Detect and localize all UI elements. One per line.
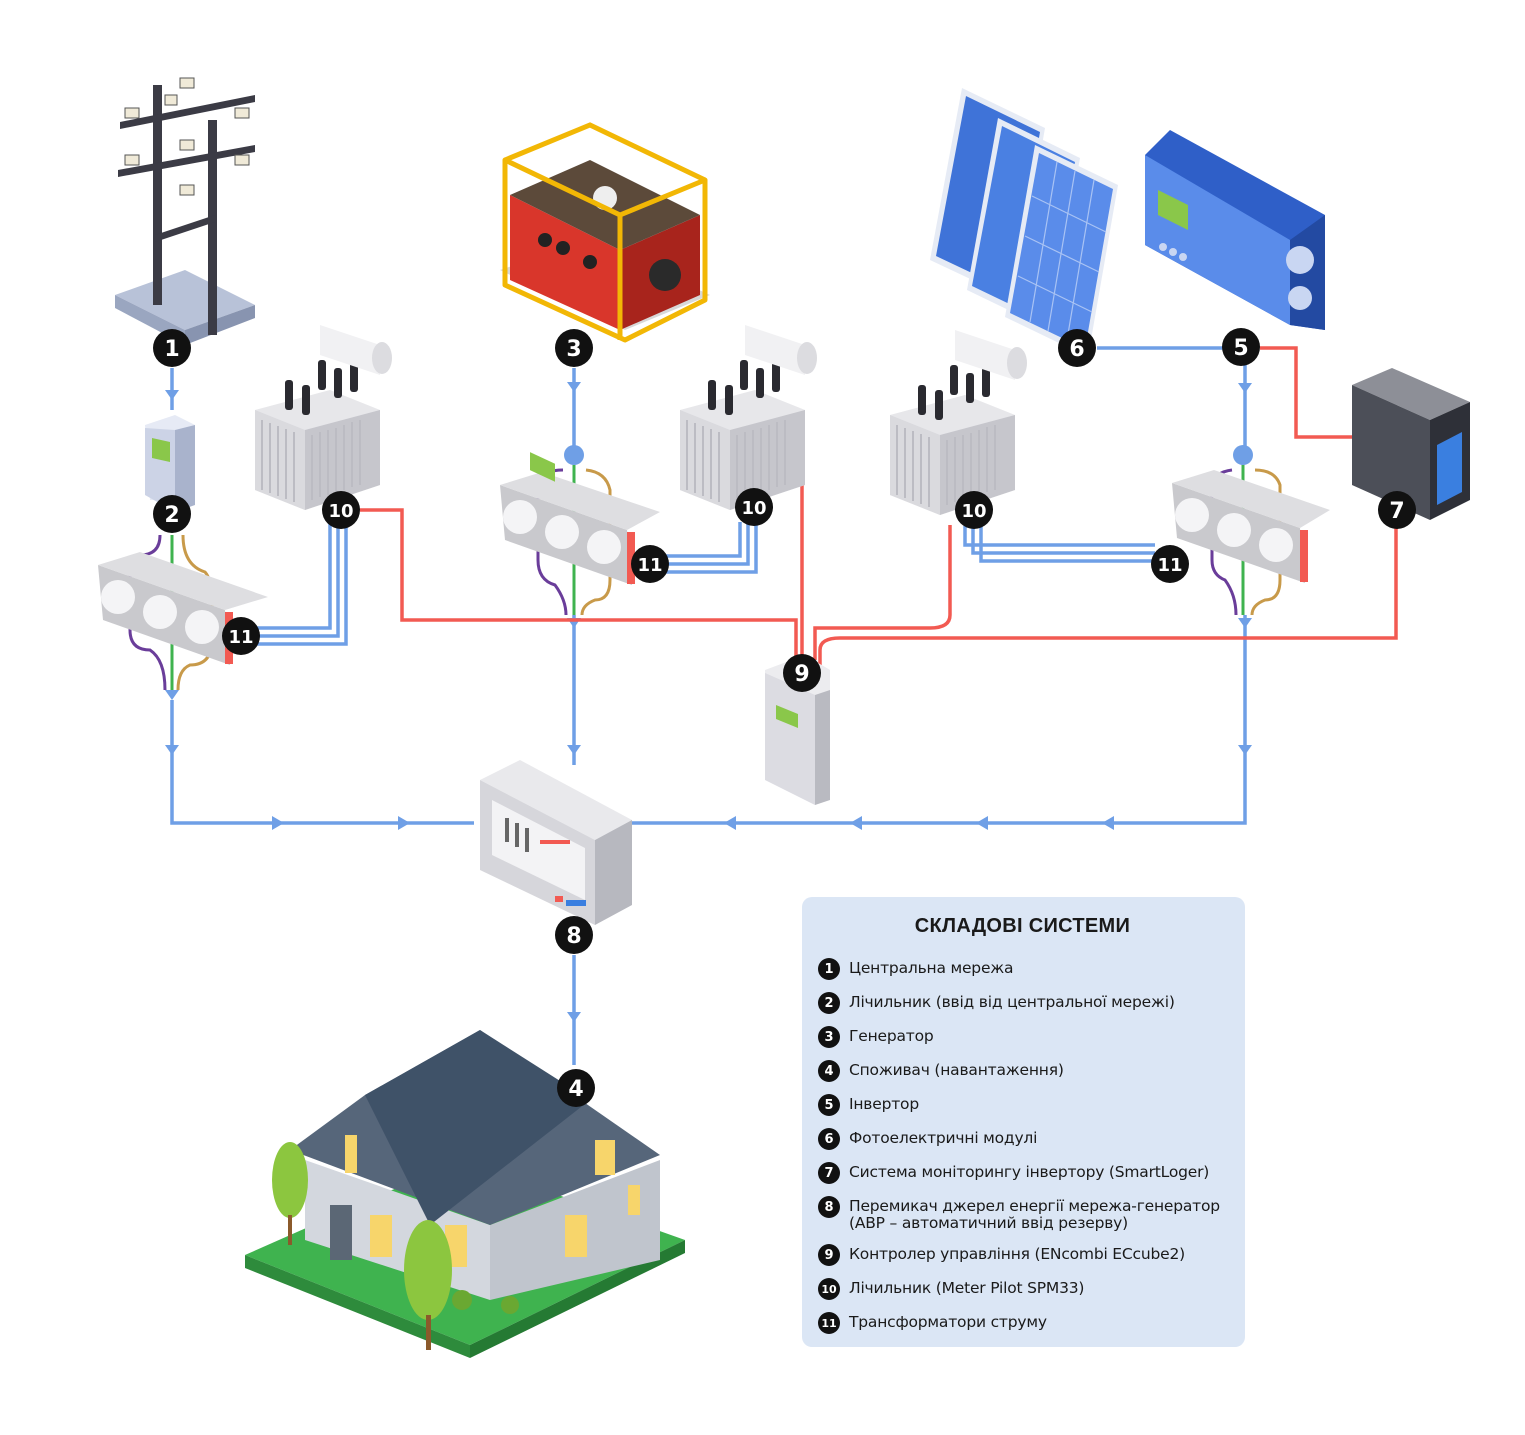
legend-item-label: Центральна мережа	[849, 959, 1014, 977]
legend-number-badge: 1	[818, 958, 840, 980]
svg-text:6: 6	[1069, 337, 1084, 362]
svg-text:10: 10	[741, 498, 766, 519]
legend-number-badge: 5	[818, 1094, 840, 1116]
badge-11: 11	[1151, 545, 1189, 583]
legend-item-label: Інвертор	[849, 1095, 919, 1113]
svg-text:11: 11	[228, 627, 253, 648]
legend-item: 5 Інвертор	[818, 1094, 1227, 1116]
power-pole-icon	[115, 77, 255, 345]
legend-item-label: Перемикач джерел енергії мережа-генерато…	[849, 1197, 1220, 1232]
badge-1: 1	[153, 329, 191, 367]
house-icon	[245, 1030, 685, 1358]
legend-number-badge: 8	[818, 1196, 840, 1218]
svg-text:11: 11	[1157, 555, 1182, 576]
legend-list: 1 Центральна мережа 2 Лічильник (ввід від ц…	[818, 958, 1227, 1334]
solar-panels-icon	[930, 88, 1118, 357]
legend-item: 7 Система моніторингу інвертору (SmartLog…	[818, 1162, 1227, 1184]
legend-item: 8 Перемикач джерел енергії мережа-генерат…	[818, 1196, 1227, 1232]
legend-item-label: Лічильник (ввід від центральної мережі)	[849, 993, 1175, 1011]
legend-title: СКЛАДОВІ СИСТЕМИ	[914, 915, 1131, 937]
svg-text:11: 11	[637, 555, 662, 576]
smartlogger-icon	[1352, 368, 1470, 520]
badge-8: 8	[555, 916, 593, 954]
legend-item: 3 Генератор	[818, 1026, 1227, 1048]
svg-text:9: 9	[794, 662, 809, 687]
legend-item-label: Споживач (навантаження)	[849, 1061, 1064, 1079]
power-lines	[170, 346, 1247, 1065]
legend-item: 1 Центральна мережа	[818, 958, 1227, 980]
legend-item: 6 Фотоелектричні модулі	[818, 1128, 1227, 1150]
current-transformers-icon	[98, 552, 268, 665]
legend-number-badge: 4	[818, 1060, 840, 1082]
legend-item: 9 Контролер управління (ENcombi ECcube2)	[818, 1244, 1227, 1266]
svg-text:8: 8	[566, 924, 581, 949]
badge-7: 7	[1378, 491, 1416, 529]
badge-11: 11	[222, 617, 260, 655]
legend-number-badge: 7	[818, 1162, 840, 1184]
legend-item-label: Лічильник (Meter Pilot SPM33)	[849, 1279, 1085, 1297]
badge-10: 10	[955, 491, 993, 529]
badge-2: 2	[153, 495, 191, 533]
badge-3: 3	[555, 329, 593, 367]
svg-text:10: 10	[961, 501, 986, 522]
signal-lines	[360, 346, 1398, 665]
legend-number-badge: 2	[818, 992, 840, 1014]
legend-item: 4 Споживач (навантаження)	[818, 1060, 1227, 1082]
legend-number-badge: 3	[818, 1026, 840, 1048]
badge-11: 11	[631, 545, 669, 583]
legend-item: 11 Трансформатори струму	[818, 1312, 1227, 1334]
svg-text:2: 2	[164, 503, 179, 528]
legend-item-label: Генератор	[849, 1027, 934, 1045]
badge-5: 5	[1222, 328, 1260, 366]
legend-item-label: Фотоелектричні модулі	[849, 1129, 1038, 1147]
svg-text:7: 7	[1389, 499, 1404, 524]
svg-text:3: 3	[566, 337, 581, 362]
svg-text:4: 4	[568, 1077, 583, 1102]
legend-item-label: Контролер управління (ENcombi ECcube2)	[849, 1245, 1185, 1263]
legend-item: 10 Лічильник (Meter Pilot SPM33)	[818, 1278, 1227, 1300]
svg-text:10: 10	[328, 501, 353, 522]
badge-4: 4	[557, 1069, 595, 1107]
ct-meter-icon	[680, 325, 817, 510]
legend-number-badge: 9	[818, 1244, 840, 1266]
legend-item-label: Система моніторингу інвертору (SmartLoge…	[849, 1163, 1210, 1181]
controller-icon	[765, 655, 830, 805]
current-transformers-icon	[500, 472, 660, 585]
ct-meter-icon	[255, 325, 392, 510]
badge-6: 6	[1058, 329, 1096, 367]
current-transformers-icon	[1172, 470, 1330, 583]
ats-switch-icon	[480, 760, 632, 925]
badge-9: 9	[783, 654, 821, 692]
svg-text:1: 1	[164, 337, 179, 362]
badge-10: 10	[322, 491, 360, 529]
svg-text:5: 5	[1233, 336, 1248, 361]
badge-10: 10	[735, 488, 773, 526]
generator-icon	[500, 122, 710, 482]
legend-item-label: Трансформатори струму	[849, 1313, 1047, 1331]
grid-meter-icon	[145, 415, 195, 512]
legend-number-badge: 11	[818, 1312, 840, 1334]
inverter-icon	[1145, 130, 1325, 330]
ct-meter-icon	[890, 330, 1027, 515]
legend-number-badge: 10	[818, 1278, 840, 1300]
legend-number-badge: 6	[818, 1128, 840, 1150]
legend-item: 2 Лічильник (ввід від центральної мережі)	[818, 992, 1227, 1014]
